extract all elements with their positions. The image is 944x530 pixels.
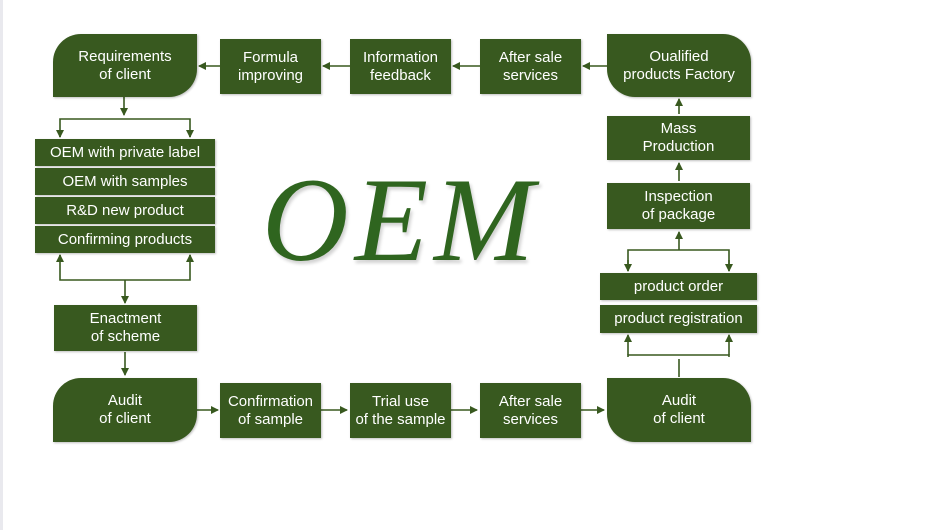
split-to-options xyxy=(59,118,191,137)
audit-of-client-left-box: Audit of client xyxy=(53,378,197,442)
product-order-box: product order xyxy=(600,273,757,300)
after-sale-services-bottom-box: After sale services xyxy=(480,383,581,438)
split-to-registration xyxy=(627,354,730,357)
option-oem-with-samples: OEM with samples xyxy=(35,168,215,195)
inspection-of-package-box: Inspection of package xyxy=(607,183,750,229)
confirmation-of-sample-box: Confirmation of sample xyxy=(220,383,321,438)
option-confirming-products: Confirming products xyxy=(35,226,215,253)
trial-use-of-sample-box: Trial use of the sample xyxy=(350,383,451,438)
audit-of-client-right-box: Audit of client xyxy=(607,378,751,442)
formula-improving-box: Formula improving xyxy=(220,39,321,94)
qualified-products-factory-box: Oualified products Factory xyxy=(607,34,751,97)
information-feedback-box: Information feedback xyxy=(350,39,451,94)
option-rd-new-product: R&D new product xyxy=(35,197,215,224)
product-registration-box: product registration xyxy=(600,305,757,333)
after-sale-services-top-box: After sale services xyxy=(480,39,581,94)
mass-production-box: Mass Production xyxy=(607,116,750,160)
split-from-order xyxy=(627,249,730,271)
window-edge xyxy=(0,0,3,530)
merge-from-options xyxy=(59,255,191,281)
requirements-of-client-box: Requirements of client xyxy=(53,34,197,97)
enactment-of-scheme-box: Enactment of scheme xyxy=(54,305,197,351)
option-oem-private-label: OEM with private label xyxy=(35,139,215,166)
oem-title: OEM xyxy=(262,153,540,286)
